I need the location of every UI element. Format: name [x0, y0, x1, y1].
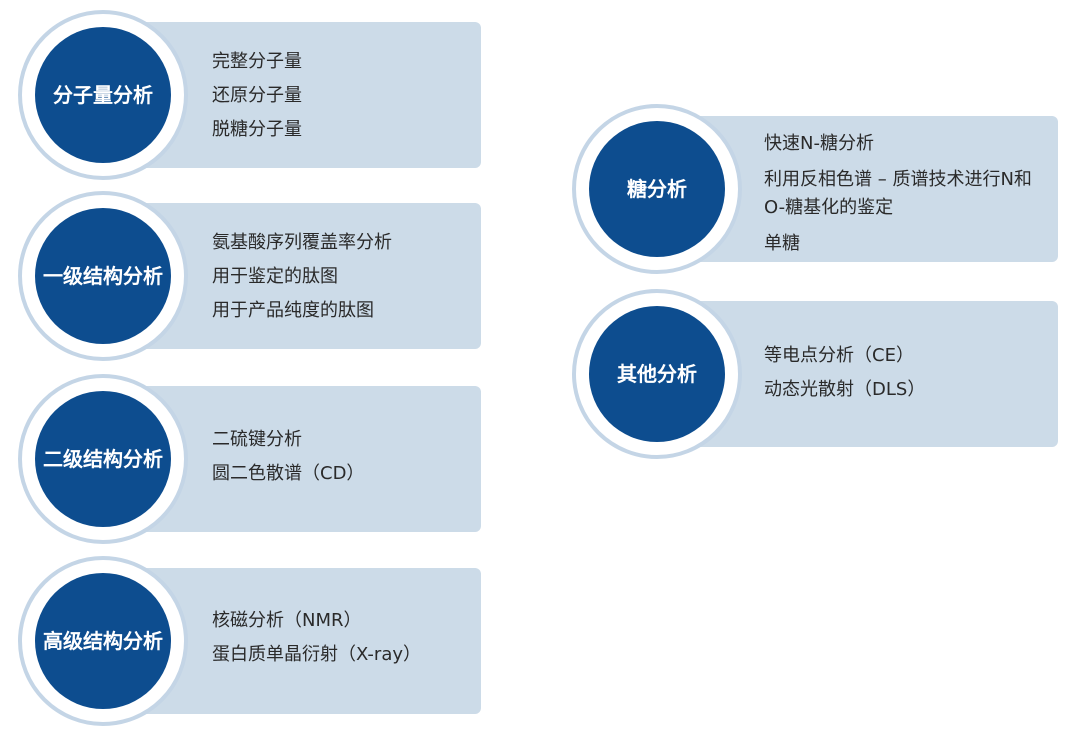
list-item: 还原分子量	[212, 85, 302, 106]
category-title: 其他分析	[617, 362, 697, 386]
category-title: 高级结构分析	[43, 629, 163, 653]
circle-other-analysis: 其他分析	[589, 306, 725, 442]
circle-primary-structure: 一级结构分析	[35, 208, 171, 344]
item-list-secondary-structure: 二硫键分析 圆二色散谱（CD）	[212, 428, 364, 486]
list-item: 核磁分析（NMR）	[212, 610, 362, 631]
item-list-glycan-analysis: 快速N-糖分析 利用反相色谱 – 质谱技术进行N和O-糖基化的鉴定 单糖	[764, 132, 1034, 256]
list-item: 圆二色散谱（CD）	[212, 463, 365, 484]
item-list-higher-order-structure: 核磁分析（NMR） 蛋白质单晶衍射（X-ray）	[212, 609, 421, 667]
list-item: 二硫键分析	[212, 429, 302, 450]
category-title: 分子量分析	[53, 83, 153, 107]
category-title: 糖分析	[627, 177, 687, 201]
category-title: 二级结构分析	[43, 447, 163, 471]
item-list-primary-structure: 氨基酸序列覆盖率分析 用于鉴定的肽图 用于产品纯度的肽图	[212, 231, 392, 323]
item-list-other-analysis: 等电点分析（CE） 动态光散射（DLS）	[764, 344, 925, 402]
list-item: 用于产品纯度的肽图	[212, 300, 374, 321]
list-item: 蛋白质单晶衍射（X-ray）	[212, 644, 422, 665]
list-item: 利用反相色谱 – 质谱技术进行N和O-糖基化的鉴定	[764, 169, 1032, 218]
list-item: 快速N-糖分析	[764, 133, 874, 154]
list-item: 动态光散射（DLS）	[764, 379, 926, 400]
item-list-molecular-weight: 完整分子量 还原分子量 脱糖分子量	[212, 50, 302, 142]
list-item: 用于鉴定的肽图	[212, 266, 338, 287]
list-item: 氨基酸序列覆盖率分析	[212, 232, 392, 253]
list-item: 单糖	[764, 233, 800, 254]
circle-higher-order-structure: 高级结构分析	[35, 573, 171, 709]
circle-glycan-analysis: 糖分析	[589, 121, 725, 257]
circle-secondary-structure: 二级结构分析	[35, 391, 171, 527]
list-item: 完整分子量	[212, 51, 302, 72]
list-item: 脱糖分子量	[212, 119, 302, 140]
circle-molecular-weight: 分子量分析	[35, 27, 171, 163]
category-title: 一级结构分析	[43, 264, 163, 288]
list-item: 等电点分析（CE）	[764, 345, 914, 366]
